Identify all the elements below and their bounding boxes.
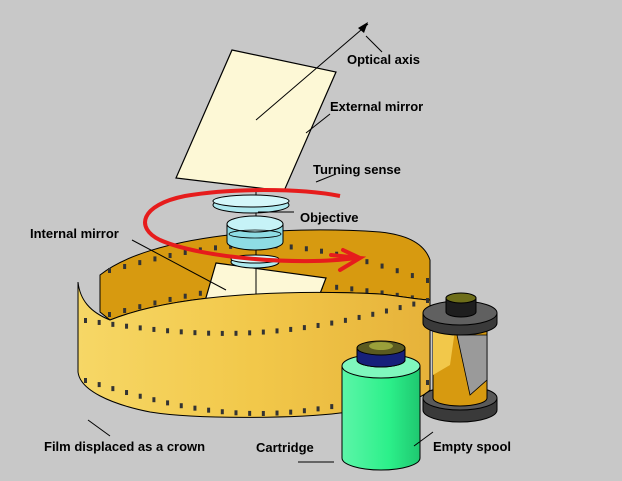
film-perforation <box>153 300 157 306</box>
film-perforation <box>198 290 202 296</box>
film-perforation <box>289 326 293 332</box>
optical-axis-upper <box>255 23 369 121</box>
film-perforation <box>384 308 388 314</box>
film-perforation <box>365 259 369 265</box>
film-perforation <box>335 284 339 290</box>
film-perforation <box>123 308 127 314</box>
film-perforation <box>125 390 129 396</box>
label-internal-mirror: Internal mirror <box>30 226 119 241</box>
leader-lines <box>87 35 434 463</box>
film-perforation <box>179 329 183 335</box>
film-perforation <box>275 328 279 334</box>
film-perforation <box>152 397 156 403</box>
empty-spool <box>422 292 498 423</box>
label-turning-sense: Turning sense <box>313 162 401 177</box>
film-perforation <box>357 314 361 320</box>
film-perforation <box>166 400 170 406</box>
label-optical-axis: Optical axis <box>347 52 420 67</box>
film-perforation <box>183 249 187 255</box>
film-perforation <box>84 378 87 383</box>
objective-lenses <box>212 194 290 269</box>
film-perforation <box>343 317 347 323</box>
external-mirror <box>175 49 337 192</box>
film-perforation <box>220 330 224 336</box>
label-empty-spool: Empty spool <box>433 439 511 454</box>
film-perforation <box>123 264 127 270</box>
film-perforation <box>350 286 354 292</box>
film-perforation <box>261 329 265 335</box>
film-perforation <box>426 380 429 385</box>
film-perforation <box>138 393 142 399</box>
film-perforation <box>207 407 211 413</box>
film-perforation <box>395 268 399 274</box>
film-perforation <box>138 325 142 331</box>
film-perforation <box>304 246 308 252</box>
film-perforation <box>302 408 306 414</box>
film-perforation <box>152 326 156 332</box>
film-perforation <box>330 404 334 410</box>
film-perforation <box>426 278 429 283</box>
film-perforation <box>395 292 399 298</box>
film-perforation <box>365 288 369 294</box>
optical-axis-arrow-icon <box>358 22 368 33</box>
film-perforation <box>248 330 252 336</box>
label-film: Film displaced as a crown <box>44 439 205 454</box>
film-perforation <box>214 245 217 251</box>
film-perforation <box>207 330 211 336</box>
film-perforation <box>302 325 306 331</box>
film-perforation <box>179 403 183 409</box>
film-perforation <box>410 273 414 279</box>
film-perforation <box>220 409 224 415</box>
film-perforation <box>153 256 157 262</box>
film-perforation <box>168 253 172 259</box>
film-perforation <box>380 263 384 269</box>
film-perforation <box>193 405 197 411</box>
film-perforation <box>125 323 129 329</box>
film-perforation <box>108 312 111 317</box>
film-perforation <box>138 304 142 310</box>
rotation-arrow-icon <box>329 248 367 272</box>
film-perforation <box>330 320 334 326</box>
turning-arrow <box>143 188 356 264</box>
film-perforation <box>108 268 111 273</box>
film-perforation <box>412 301 416 307</box>
film-perforation <box>97 382 101 388</box>
film-perforation <box>426 298 429 303</box>
film-perforation <box>138 260 142 266</box>
film-perforation <box>234 330 238 336</box>
film-perforation <box>111 321 115 327</box>
film-perforation <box>168 296 172 302</box>
film-perforation <box>248 410 252 416</box>
film-perforation <box>234 410 238 416</box>
label-cartridge: Cartridge <box>256 440 314 455</box>
film-perforation <box>371 311 375 317</box>
film-perforation <box>289 244 293 250</box>
label-objective: Objective <box>300 210 359 225</box>
film-perforation <box>289 409 293 415</box>
film-perforation <box>193 330 197 336</box>
film-perforation <box>380 290 384 296</box>
film-perforation <box>183 293 187 299</box>
film-perforation <box>275 410 279 416</box>
label-external-mirror: External mirror <box>330 99 423 114</box>
film-perforation <box>261 410 265 416</box>
film-perforation <box>166 328 170 334</box>
film-perforation <box>84 318 87 323</box>
film-perforation <box>97 319 101 325</box>
film-perforation <box>316 406 320 412</box>
film-perforation <box>111 386 115 392</box>
cartridge <box>341 340 421 471</box>
film-perforation <box>320 248 323 254</box>
film-perforation <box>316 322 320 328</box>
film-perforation <box>398 305 402 311</box>
